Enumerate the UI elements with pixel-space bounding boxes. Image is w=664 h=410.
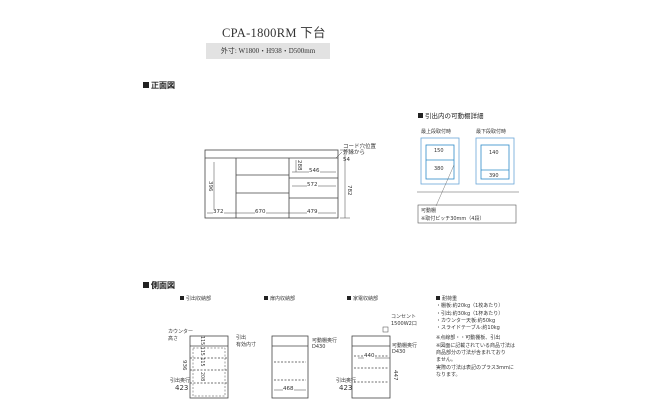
notes-heading: 耐荷重 [436, 296, 515, 303]
note-line-9: 実際の寸法は表記のプラス3mmに [436, 364, 514, 371]
side-sub-2: 扉内収納部 [264, 295, 295, 302]
dim-115-stack: 115 115 115 [199, 336, 204, 367]
drawer-inner-label: 引出 有効内寸 [236, 334, 256, 348]
dim-440: 440 [364, 353, 375, 360]
dim-447: 447 [392, 370, 398, 381]
dim-936: 936 [181, 360, 187, 371]
outlet-label-1: コンセント [391, 314, 417, 320]
dim-396: 396 [207, 181, 213, 192]
product-title: CPA-1800RM 下台 [222, 26, 326, 40]
shelf-depth-label-1a: 可動棚奥行 [312, 338, 338, 344]
note-line-7: 商品部分の寸法が含まれており [436, 350, 506, 357]
side-view-heading: 側面図 [143, 280, 175, 291]
note-line-2: ・引出:約30kg（1杯あたり） [436, 310, 504, 317]
cord-hole-label-2: 外縁から [343, 150, 366, 157]
shelf-b2: 390 [489, 173, 499, 179]
dim-572: 572 [307, 182, 318, 189]
square-bullet-icon [143, 82, 149, 88]
side-sub-1: 引出収納部 [180, 295, 211, 302]
shelf-detail-heading: 引出内の可動棚詳細 [418, 110, 484, 120]
counter-label-1: カウンター [168, 329, 194, 335]
side-sub-1-text: 引出収納部 [186, 296, 212, 302]
shelf-detail-heading-text: 引出内の可動棚詳細 [425, 112, 484, 120]
drawer-depth-label-1: 引出奥行 [170, 378, 191, 384]
square-bullet-icon [418, 113, 423, 118]
dim-782: 782 [346, 185, 352, 196]
drawer-inner-label-1: 引出 [236, 335, 247, 341]
dim-670: 670 [255, 209, 266, 216]
shelf-note-2: ※取付ピッチ30mm（4段） [421, 216, 485, 222]
note-line-6: ※図面に記載されている商品寸法は [436, 342, 516, 349]
shelf-depth-label-2: 可動棚奥行 D430 [392, 342, 417, 355]
notes-heading-text: 耐荷重 [442, 296, 458, 302]
counter-label: カウンター 高さ [168, 328, 193, 342]
counter-label-2: 高さ [168, 336, 179, 342]
square-bullet-icon [347, 296, 351, 300]
shelf-b1: 140 [489, 150, 499, 156]
shelf-depth-label-1: 可動棚奥行 D430 [312, 337, 337, 350]
square-bullet-icon [143, 282, 149, 288]
shelf-depth-label-2b: D430 [392, 349, 406, 355]
shelf-a1: 150 [434, 148, 444, 154]
dim-468: 468 [283, 386, 294, 393]
note-line-3: ・カウンター天板:約50kg [436, 317, 496, 324]
drawer-depth-value-1: 423 [175, 384, 189, 392]
square-bullet-icon [180, 296, 184, 300]
note-line-1: ・棚板:約20kg（1枚あたり） [436, 303, 504, 310]
note-line-8: ません。 [436, 357, 456, 364]
side-sub-2-text: 扉内収納部 [270, 296, 296, 302]
dim-288: 288 [296, 160, 302, 171]
drawer-inner-label-2: 有効内寸 [236, 342, 257, 348]
outer-dimensions-badge: 外寸: W1800・H938・D500mm [206, 43, 330, 59]
cord-hole-label: コード穴位置 外縁から 54 [343, 144, 376, 163]
shelf-top-label: 最上段取付時 [421, 129, 452, 135]
side-sub-3: 家電収納部 [347, 295, 378, 302]
dim-479: 479 [307, 209, 318, 216]
cord-hole-label-3: 54 [343, 156, 350, 163]
square-bullet-icon [436, 296, 440, 300]
note-line-5: ※点線部・・可動棚板、引出 [436, 335, 501, 342]
drawer-depth-label-3: 引出奥行 [336, 378, 357, 384]
cord-hole-label-1: コード穴位置 [343, 144, 377, 150]
dim-546: 546 [309, 168, 320, 175]
square-bullet-icon [264, 296, 268, 300]
drawer-depth-value-3: 423 [339, 384, 353, 392]
note-line-4: ・スライドテーブル:約10kg [436, 325, 500, 332]
shelf-depth-label-2a: 可動棚奥行 [392, 343, 418, 349]
shelf-bottom-label: 最下段取付時 [476, 129, 507, 135]
outlet-label: コンセント 1500W2口 [391, 313, 417, 327]
side-view-heading-text: 側面図 [151, 281, 175, 290]
note-line-10: なります。 [436, 371, 461, 378]
dim-372: 372 [213, 209, 224, 216]
shelf-depth-label-1b: D430 [312, 344, 326, 350]
side-sub-3-text: 家電収納部 [353, 296, 379, 302]
shelf-note-1: 可動棚 [421, 208, 437, 214]
shelf-a2: 380 [434, 166, 444, 172]
front-view-heading: 正面図 [143, 80, 175, 91]
dim-208: 208 [199, 372, 204, 382]
front-view-heading-text: 正面図 [151, 81, 175, 90]
notes-block: 耐荷重 ・棚板:約20kg（1枚あたり） ・引出:約30kg（1杯あたり） ・カ… [436, 296, 515, 379]
outlet-label-2: 1500W2口 [391, 321, 417, 327]
